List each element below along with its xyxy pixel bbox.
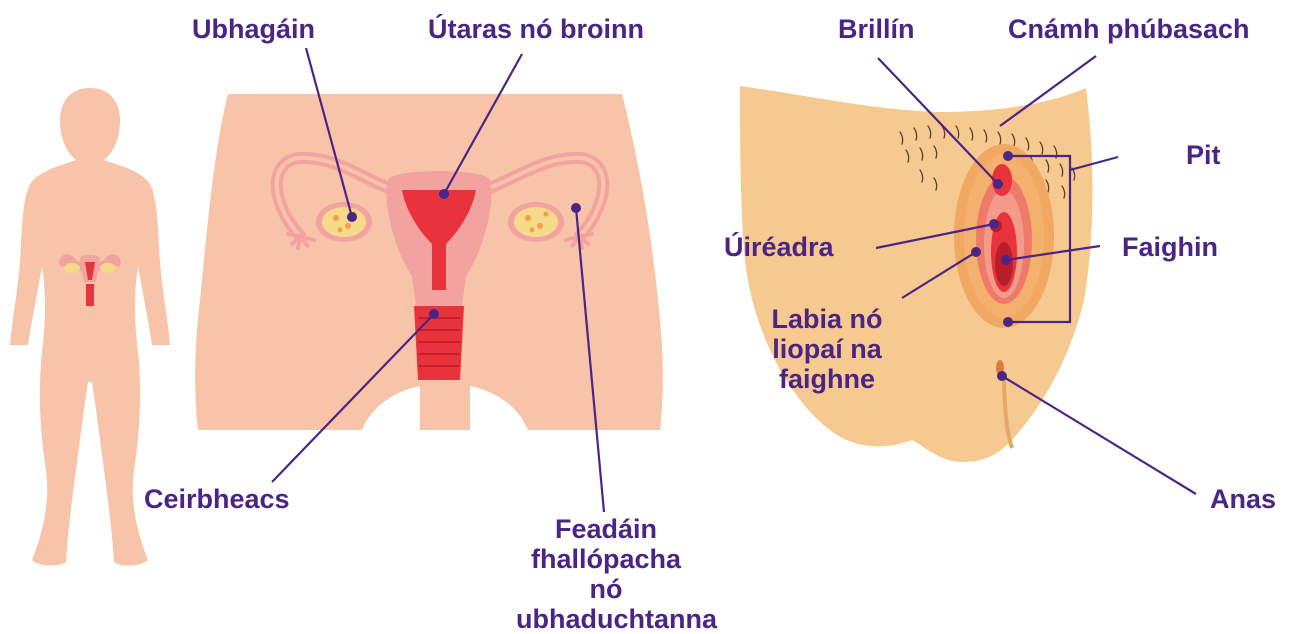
label-labia-line-1: Labia nó	[742, 304, 912, 334]
label-vagina: Faighin	[1122, 232, 1218, 262]
label-fallopian-line-2: fhallópacha nó	[516, 544, 696, 604]
vulva-illustration	[740, 86, 1093, 462]
label-uterus: Útaras nó broinn	[428, 14, 644, 44]
label-labia-line-3: faighne	[742, 364, 912, 394]
leader-anus	[1002, 376, 1196, 494]
label-cervix: Ceirbheacs	[144, 484, 290, 514]
label-ovaries: Ubhagáin	[192, 14, 315, 44]
label-pubic-bone: Cnámh phúbasach	[1008, 14, 1250, 44]
label-vulva: Pit	[1186, 140, 1221, 170]
label-labia-line-2: liopaí na	[742, 334, 912, 364]
label-fallopian: Feadáin fhallópacha nó ubhaduchtanna	[516, 514, 696, 634]
label-clitoris: Brillín	[838, 14, 915, 44]
label-labia: Labia nó liopaí na faighne	[742, 304, 912, 394]
label-fallopian-line-3: ubhaduchtanna	[516, 604, 696, 634]
label-urethra: Úiréadra	[724, 232, 834, 262]
label-fallopian-line-1: Feadáin	[516, 514, 696, 544]
anatomy-diagram: Ubhagáin Útaras nó broinn Ceirbheacs Fea…	[0, 0, 1306, 605]
label-anus: Anas	[1210, 484, 1276, 514]
